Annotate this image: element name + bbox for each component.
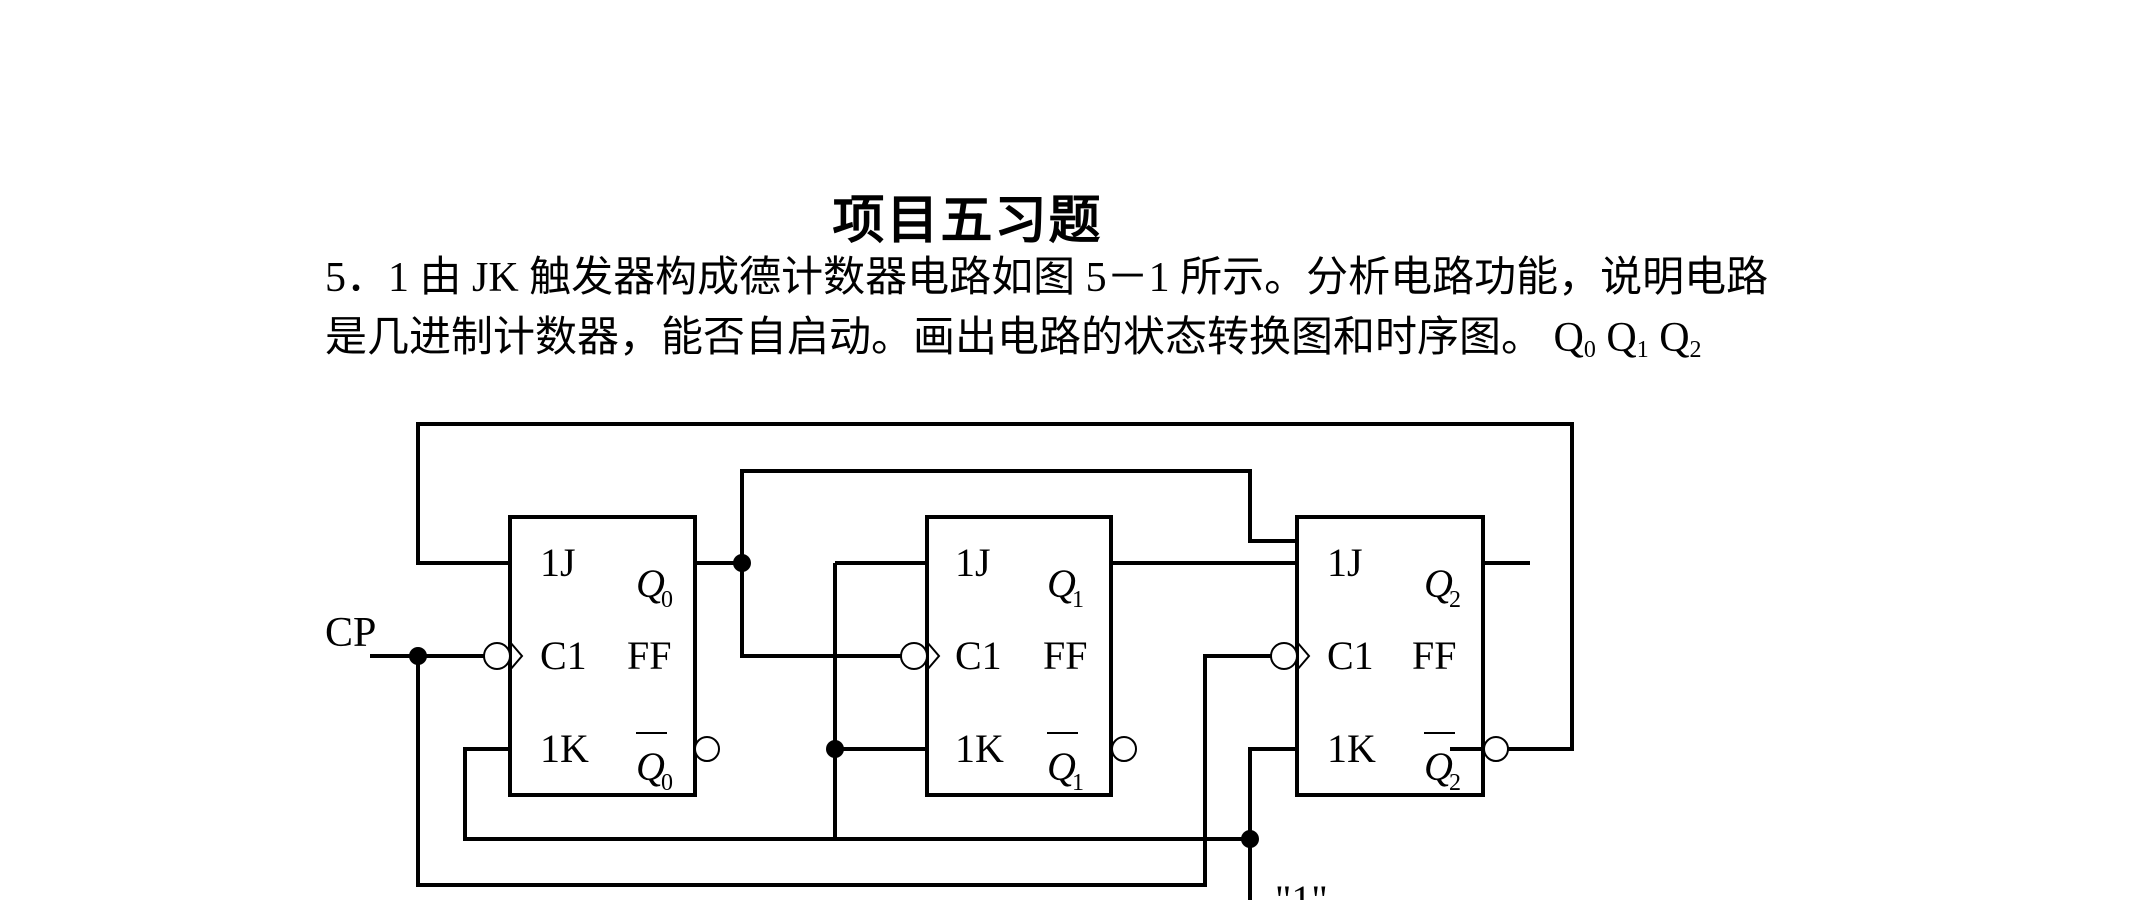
output-q0: Q0 <box>1553 315 1596 363</box>
ff2-q-sub: 2 <box>1449 587 1461 613</box>
wires <box>370 422 1574 900</box>
ff1-clock-triangle <box>926 641 941 671</box>
flip-flop-0: 1J C1 1K FF Q 0 Q 0 <box>483 515 720 797</box>
ff2-type-label: FF <box>1412 633 1457 678</box>
junction-const-1 <box>1241 830 1259 848</box>
junction-q0 <box>733 554 751 572</box>
ff2-q-label: Q <box>1424 561 1453 606</box>
ff1-type-label: FF <box>1043 633 1088 678</box>
cp-label: CP <box>325 610 376 656</box>
ff1-q-sub: 1 <box>1072 587 1084 613</box>
output-q1: Q1 <box>1606 315 1649 363</box>
ff0-k-label: 1K <box>540 726 589 771</box>
ff0-type-label: FF <box>627 633 672 678</box>
wire-q0-to-c1 <box>740 563 903 658</box>
ff1-k-label: 1K <box>955 726 1004 771</box>
ff2-c-label: C1 <box>1327 633 1374 678</box>
junction-dots <box>409 554 1259 848</box>
ff0-q-sub: 0 <box>661 587 673 613</box>
output-q2: Q2 <box>1659 315 1702 363</box>
wire-q0-to-j2 <box>740 469 1297 563</box>
problem-text-line-1: 5．1 由 JK 触发器构成德计数器电路如图 5－1 所示。分析电路功能，说明电… <box>325 255 1769 301</box>
ff2-qbar-label: Q <box>1424 744 1453 789</box>
ff0-clock-bubble <box>483 642 511 670</box>
wire-cp-down <box>416 654 1273 887</box>
ff0-clock-triangle <box>509 641 524 671</box>
wire-qbar2-to-j0 <box>416 422 1574 751</box>
ff2-qbar-bubble <box>1483 736 1509 762</box>
wire-k2 <box>1248 747 1297 900</box>
ff2-k-label: 1K <box>1327 726 1376 771</box>
page-title: 项目五习题 <box>832 190 1103 251</box>
ff0-c-label: C1 <box>540 633 587 678</box>
ff1-q-label: Q <box>1047 561 1076 606</box>
ff2-qbar-sub: 2 <box>1449 770 1461 796</box>
ff0-qbar-label: Q <box>636 744 665 789</box>
ff1-clock-bubble <box>900 642 928 670</box>
ff0-j-label: 1J <box>540 540 576 585</box>
ff1-c-label: C1 <box>955 633 1002 678</box>
ff1-qbar-bubble <box>1111 736 1137 762</box>
wire-k0-loop <box>463 747 1250 841</box>
ff0-qbar-sub: 0 <box>661 770 673 796</box>
ff0-q-label: Q <box>636 561 665 606</box>
junction-ff1-jk <box>826 740 844 758</box>
problem-text-line-2: 是几进制计数器，能否自启动。画出电路的状态转换图和时序图。 Q0 Q1 Q2 <box>325 303 1702 364</box>
flip-flop-2: 1J C1 1K FF Q 2 Q 2 <box>1270 515 1509 797</box>
ff1-j-label: 1J <box>955 540 991 585</box>
problem-text-line-2-body: 是几进制计数器，能否自启动。画出电路的状态转换图和时序图。 <box>325 315 1544 361</box>
ff2-clock-triangle <box>1296 641 1311 671</box>
ff1-qbar-label: Q <box>1047 744 1076 789</box>
ff2-clock-bubble <box>1270 642 1298 670</box>
constant-one-label: "1" <box>1275 877 1328 900</box>
ff0-qbar-bubble <box>694 736 720 762</box>
ff2-j-label: 1J <box>1327 540 1363 585</box>
flip-flop-1: 1J C1 1K FF Q 1 Q 1 <box>900 515 1137 797</box>
junction-cp <box>409 647 427 665</box>
ff1-qbar-sub: 1 <box>1072 770 1084 796</box>
